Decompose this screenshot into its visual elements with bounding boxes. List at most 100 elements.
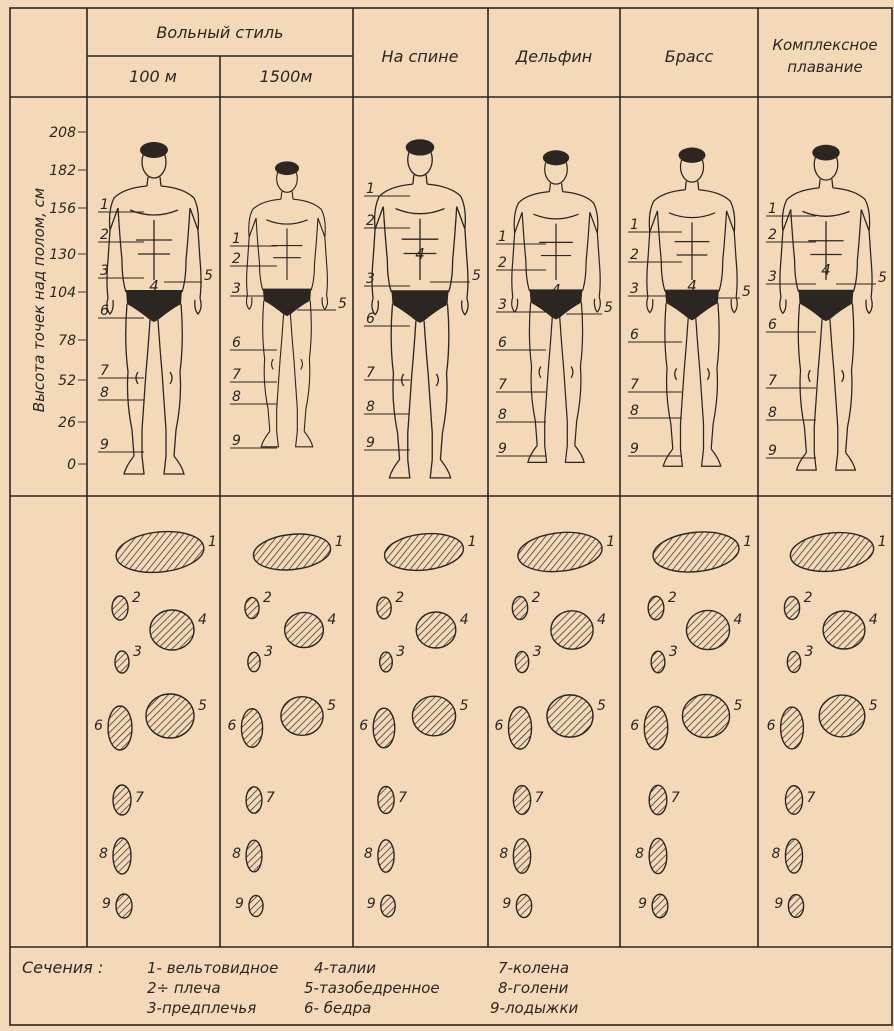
cross-section-shape	[651, 528, 741, 576]
section-number-label: 4	[597, 612, 606, 628]
section-number-label: 9	[102, 896, 111, 912]
body-figures: 1236789451236789451236789451236789451236…	[98, 139, 887, 478]
cross-section-shape	[516, 528, 604, 575]
cross-section-shape	[513, 839, 530, 874]
cross-section-shape	[516, 894, 531, 917]
section-number-label: 3	[498, 297, 507, 313]
section-number-label: 6	[630, 327, 639, 343]
section-number-label: 4	[415, 245, 425, 263]
section-number-label: 1	[208, 534, 217, 550]
section-number-label: 1	[335, 534, 344, 550]
legend-title: Сечения :	[22, 958, 103, 977]
cross-section-shape	[245, 597, 259, 618]
swimmer-figure	[780, 145, 872, 470]
section-number-label: 4	[821, 261, 831, 279]
section-number-label: 1	[366, 181, 375, 197]
cross-section-shape	[113, 838, 131, 874]
header-backstroke: На спине	[382, 47, 459, 66]
axis-tick-label: 104	[49, 285, 76, 301]
section-number-label: 4	[149, 277, 159, 295]
section-number-label: 3	[264, 644, 273, 660]
cross-section-shape	[378, 840, 394, 872]
section-number-label: 1	[468, 534, 477, 550]
cross-section-shape	[378, 787, 394, 814]
cross-section-shape	[248, 652, 260, 671]
cross-section-shape	[648, 596, 664, 620]
cross-section-shape	[547, 695, 593, 737]
cross-section-shape	[373, 708, 395, 748]
section-number-label: 7	[100, 363, 109, 379]
section-number-label: 6	[767, 718, 776, 734]
height-axis: Высота точек над полом, см 2081821561301…	[30, 125, 86, 473]
cross-section-shape	[383, 530, 466, 574]
section-number-label: 2	[630, 247, 639, 263]
cross-section-shape	[819, 695, 865, 737]
section-number-label: 7	[671, 790, 680, 806]
section-number-label: 7	[266, 790, 275, 806]
section-number-label: 5	[460, 698, 469, 714]
section-number-label: 7	[232, 367, 241, 383]
cross-section-shape	[252, 530, 333, 573]
swimmer-figure	[372, 139, 468, 478]
cross-section-shape	[116, 894, 132, 918]
cross-section-shape	[246, 840, 262, 872]
axis-tick-label: 26	[58, 415, 76, 431]
section-number-label: 5	[869, 698, 878, 714]
cross-section-shape	[787, 652, 800, 673]
section-number-label: 3	[396, 644, 405, 660]
section-number-label: 2	[768, 227, 777, 243]
section-number-label: 7	[398, 790, 407, 806]
section-number-label: 6	[359, 718, 368, 734]
section-number-label: 1	[100, 197, 109, 213]
section-number-label: 5	[198, 698, 207, 714]
section-number-label: 6	[498, 335, 507, 351]
section-number-label: 9	[502, 896, 511, 912]
section-number-label: 2	[804, 590, 813, 606]
legend-item-8: 8-голени	[498, 979, 569, 997]
cross-section-shape	[115, 651, 129, 673]
section-number-label: 1	[232, 231, 241, 247]
section-number-label: 3	[805, 644, 814, 660]
section-number-label: 8	[771, 846, 780, 862]
axis-tick-label: 52	[58, 373, 76, 389]
section-number-label: 8	[99, 846, 108, 862]
section-number-label: 7	[768, 373, 777, 389]
cross-section-shape	[823, 611, 865, 649]
axis-tick-label: 182	[49, 163, 76, 179]
section-number-label: 8	[364, 846, 373, 862]
section-number-label: 4	[687, 277, 697, 295]
section-number-label: 3	[630, 281, 639, 297]
cross-section-shape	[108, 706, 132, 750]
section-number-label: 5	[597, 698, 606, 714]
section-number-label: 9	[232, 433, 241, 449]
section-number-label: 7	[630, 377, 639, 393]
legend-item-1: 1- вельтовидное	[147, 959, 278, 977]
cross-section-shape	[114, 528, 206, 577]
section-number-label: 8	[232, 846, 241, 862]
section-number-label: 6	[232, 335, 241, 351]
cross-section-shape	[380, 652, 393, 672]
section-number-label: 5	[204, 268, 213, 284]
section-number-label: 3	[533, 644, 542, 660]
section-number-label: 1	[878, 534, 887, 550]
section-number-label: 4	[198, 612, 207, 628]
section-number-label: 6	[366, 311, 375, 327]
section-number-label: 2	[263, 590, 272, 606]
section-number-label: 3	[232, 281, 241, 297]
section-number-label: 2	[100, 227, 109, 243]
cross-section-shape	[513, 786, 530, 815]
section-number-label: 8	[100, 385, 109, 401]
section-number-label: 3	[768, 269, 777, 285]
section-number-label: 6	[494, 718, 503, 734]
section-number-label: 8	[366, 399, 375, 415]
section-number-label: 4	[551, 281, 561, 299]
cross-section-shape	[649, 785, 667, 814]
section-number-label: 9	[366, 435, 375, 451]
axis-tick-label: 156	[49, 201, 76, 217]
section-number-label: 2	[498, 255, 507, 271]
legend-item-6: 6- бедра	[304, 999, 371, 1017]
cross-section-shape	[551, 611, 593, 649]
cross-section-shape	[649, 838, 667, 873]
section-number-label: 5	[878, 270, 887, 286]
